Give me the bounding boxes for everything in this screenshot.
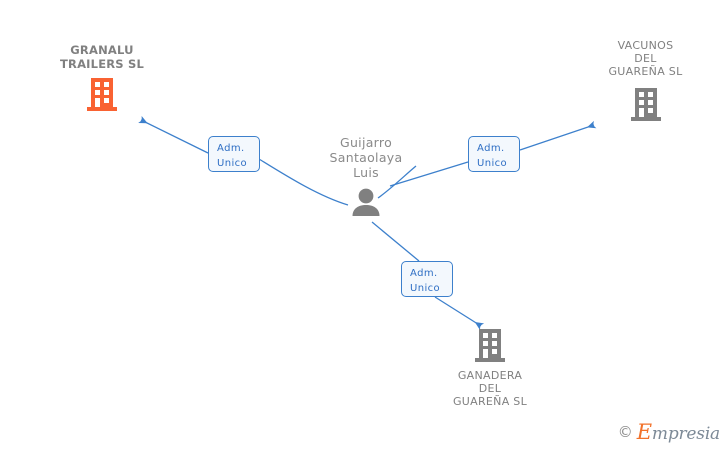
- edge-person-to-ganadera: [371, 221, 485, 330]
- person-icon: [349, 188, 383, 217]
- edge-label-adm-unico-granalu[interactable]: Adm. Unico: [208, 136, 260, 172]
- node-label-person: Guijarro Santaolaya Luis: [329, 135, 403, 180]
- node-granalu-trailers-sl[interactable]: GRANALU TRAILERS SL: [28, 43, 176, 113]
- node-label-granalu: GRANALU TRAILERS SL: [59, 43, 144, 71]
- empresia-logo-text: Empresia: [637, 420, 720, 444]
- building-icon: [630, 87, 662, 123]
- edge-label-adm-unico-ganadera[interactable]: Adm. Unico: [401, 261, 453, 297]
- empresia-watermark: © Empresia: [618, 420, 720, 444]
- edge-person-to-vacunos: [377, 120, 597, 199]
- empresia-logo-rest: mpresia: [651, 424, 720, 444]
- empresia-logo-capital: E: [636, 420, 652, 444]
- building-icon: [86, 77, 118, 113]
- edge-person-to-granalu: [138, 115, 349, 206]
- node-ganadera-del-guarena-sl[interactable]: GANADERA DEL GUAREÑA SL: [420, 328, 560, 409]
- building-icon: [474, 328, 506, 364]
- edge-label-adm-unico-vacunos[interactable]: Adm. Unico: [468, 136, 520, 172]
- node-label-vacunos: VACUNOS DEL GUAREÑA SL: [608, 39, 683, 78]
- node-label-ganadera: GANADERA DEL GUAREÑA SL: [452, 369, 528, 408]
- node-guijarro-santaolaya-luis[interactable]: Guijarro Santaolaya Luis: [302, 135, 430, 217]
- node-vacunos-del-guarena-sl[interactable]: VACUNOS DEL GUAREÑA SL: [573, 39, 718, 123]
- copyright-symbol: ©: [617, 423, 633, 441]
